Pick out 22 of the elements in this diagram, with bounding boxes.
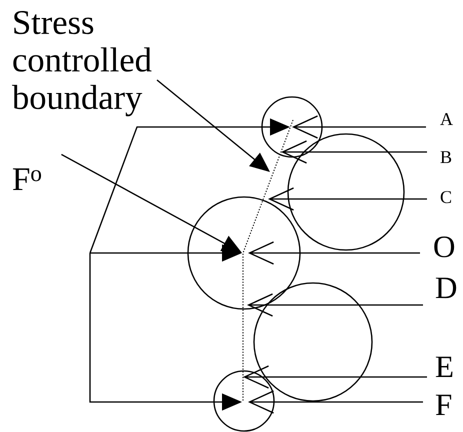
dotted-line xyxy=(242,120,294,402)
leader-line xyxy=(292,115,426,139)
circle xyxy=(287,133,405,251)
point-label: B xyxy=(440,151,452,164)
point-label: E xyxy=(436,356,452,377)
leader-line xyxy=(281,140,427,164)
circle xyxy=(213,370,275,432)
point-label: D xyxy=(436,278,456,298)
point-label: C xyxy=(440,191,452,204)
annotation-text: Stress controlled boundary xyxy=(12,11,152,116)
leader-line xyxy=(243,365,427,389)
circle xyxy=(253,282,373,402)
leader-line xyxy=(248,241,420,265)
leader-line xyxy=(248,390,423,414)
point-label: O xyxy=(434,236,454,258)
leader-line xyxy=(247,293,423,317)
point-label: A xyxy=(440,113,453,125)
circle xyxy=(261,96,323,158)
force-label: F$^{o}$ xyxy=(12,168,42,190)
leader-line xyxy=(268,187,427,211)
point-label: F xyxy=(436,394,452,415)
circle xyxy=(187,196,301,310)
